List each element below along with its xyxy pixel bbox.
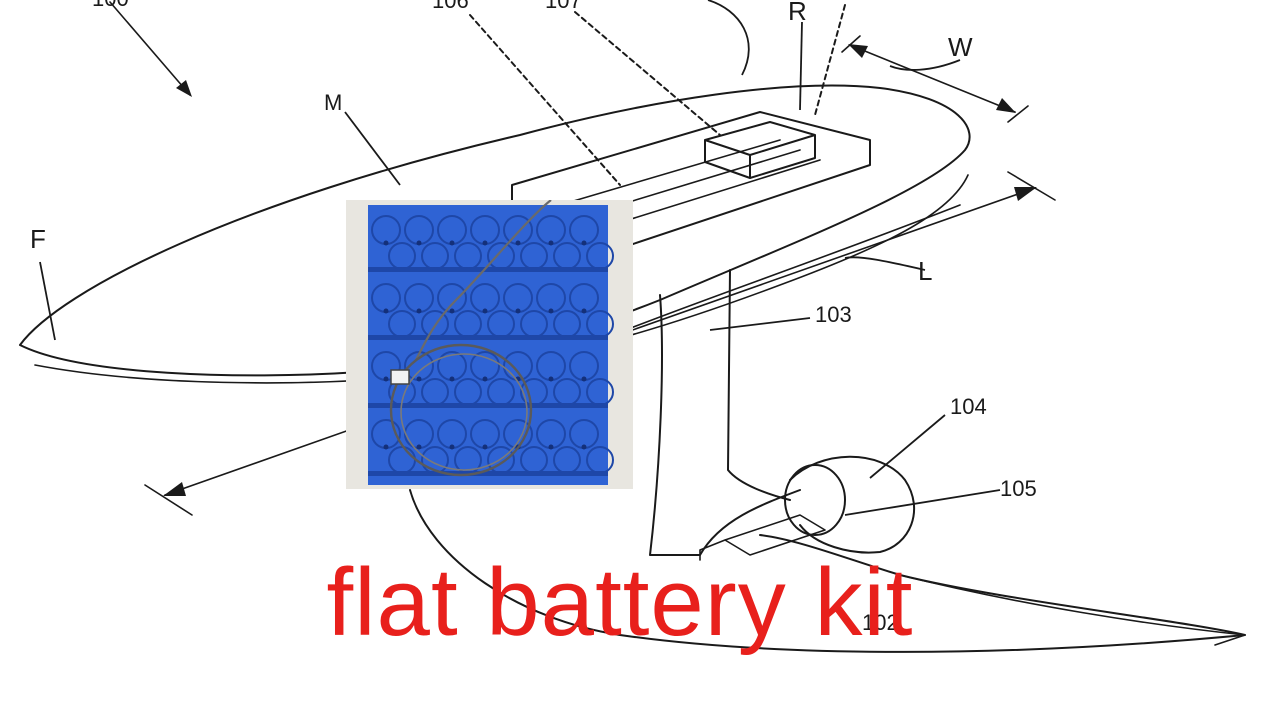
screw-hole (482, 240, 488, 246)
row-divider (368, 471, 608, 476)
label-w: W (948, 32, 973, 62)
screw-hole (449, 444, 455, 450)
screw-hole (383, 444, 389, 450)
cell-slot (586, 446, 614, 474)
cell-slot (421, 310, 449, 338)
cell-slot (553, 242, 581, 270)
cell-slot (454, 378, 482, 406)
screw-hole (548, 444, 554, 450)
row-divider (368, 403, 608, 408)
row-divider (368, 335, 608, 340)
cell-slot (520, 310, 548, 338)
screw-hole (581, 444, 587, 450)
label-105: 105 (1000, 476, 1037, 501)
screw-hole (548, 240, 554, 246)
screw-hole (449, 240, 455, 246)
screw-hole (383, 240, 389, 246)
row-divider (368, 267, 608, 272)
screw-hole (515, 240, 521, 246)
motor-pod-face (784, 464, 846, 536)
label-102: 102 (862, 610, 899, 635)
cell-slot (553, 310, 581, 338)
screw-hole (383, 308, 389, 314)
screw-hole (416, 376, 422, 382)
screw-hole (449, 308, 455, 314)
label-103: 103 (815, 302, 852, 327)
screw-hole (581, 308, 587, 314)
cell-slot (586, 242, 614, 270)
caption-flat-battery-kit: flat battery kit (326, 549, 914, 656)
lower-fin (409, 489, 1246, 653)
cell-slot (586, 310, 614, 338)
cell-slot (421, 378, 449, 406)
cell-slot (586, 378, 614, 406)
cell-slot (388, 310, 416, 338)
arrow-w (849, 44, 1016, 113)
hull-rail (599, 204, 961, 341)
label-l: L (918, 256, 932, 286)
wire-coil-loop (389, 343, 533, 477)
cell-slot (553, 446, 581, 474)
cell-slot (421, 242, 449, 270)
strut (649, 269, 801, 556)
screw-hole (548, 376, 554, 382)
screw-hole (515, 308, 521, 314)
cell-slot (487, 310, 515, 338)
cell-slot (388, 242, 416, 270)
screw-hole (581, 376, 587, 382)
cell-slot (454, 310, 482, 338)
screw-hole (416, 444, 422, 450)
wire-coil-icon (415, 200, 552, 361)
screw-hole (449, 376, 455, 382)
screw-hole (482, 444, 488, 450)
cell-slot (487, 242, 515, 270)
screw-hole (416, 240, 422, 246)
label-m: M (324, 90, 342, 115)
label-100: 100 (92, 0, 129, 11)
motor-shaft (699, 514, 826, 561)
cell-slot (421, 446, 449, 474)
cell-slot (454, 446, 482, 474)
screw-hole (383, 376, 389, 382)
label-107: 107 (545, 0, 582, 13)
motor-pod (789, 455, 915, 554)
battery-holder-photo (346, 200, 633, 489)
label-r: R (788, 0, 807, 26)
cell-slot (520, 378, 548, 406)
screw-hole (548, 308, 554, 314)
label-f: F (30, 224, 46, 254)
wire-coil-loop-inner (400, 353, 528, 471)
screw-hole (416, 308, 422, 314)
lower-fin-trailing (899, 574, 1246, 646)
cell-slot (553, 378, 581, 406)
screw-hole (482, 376, 488, 382)
arrow-100 (109, 1, 191, 96)
controller-block (704, 121, 816, 179)
label-106: 106 (432, 0, 469, 13)
label-104: 104 (950, 394, 987, 419)
screw-hole (581, 240, 587, 246)
cell-slot (487, 378, 515, 406)
screw-hole (482, 308, 488, 314)
wire-connector-icon (390, 369, 410, 385)
cell-slot (520, 446, 548, 474)
cell-slot (487, 446, 515, 474)
cell-slot (520, 242, 548, 270)
cell-slot (454, 242, 482, 270)
